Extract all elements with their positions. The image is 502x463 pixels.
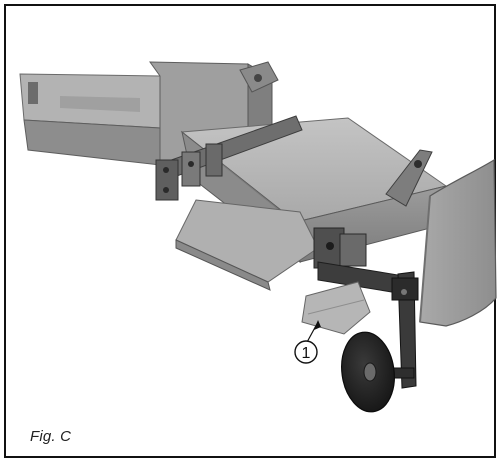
top-bracket [385, 149, 433, 207]
callout-1: 1 [294, 320, 321, 364]
figure-caption: Fig. C [30, 428, 72, 445]
side-shield [419, 158, 497, 327]
disc-coulter [341, 331, 395, 413]
callout-number: 1 [302, 345, 311, 362]
cross-bar [155, 115, 303, 201]
front-flap [175, 199, 319, 291]
guide-plate [301, 281, 371, 335]
depth-mount [313, 227, 405, 295]
